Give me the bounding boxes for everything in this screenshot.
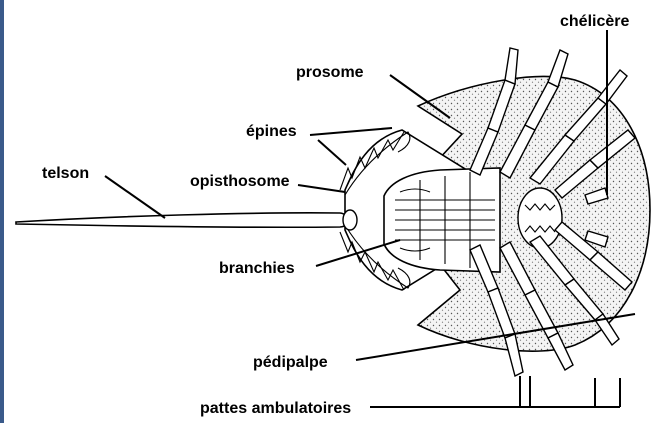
epines-leader-upper bbox=[310, 128, 392, 135]
label-epines: épines bbox=[246, 123, 297, 140]
label-chelicere: chélicère bbox=[560, 13, 629, 30]
label-telson: telson bbox=[42, 165, 89, 182]
epines-leader-lower bbox=[318, 140, 346, 165]
label-opisthosome: opisthosome bbox=[190, 173, 290, 190]
opisthosome-leader bbox=[298, 185, 345, 192]
telson-leader bbox=[105, 176, 165, 218]
telson-tail bbox=[16, 213, 348, 227]
label-pattes-ambulatoires: pattes ambulatoires bbox=[200, 400, 351, 417]
label-pedipalpe: pédipalpe bbox=[253, 354, 328, 371]
label-branchies: branchies bbox=[219, 260, 295, 277]
label-prosome: prosome bbox=[296, 64, 364, 81]
telson-joint bbox=[343, 210, 357, 230]
